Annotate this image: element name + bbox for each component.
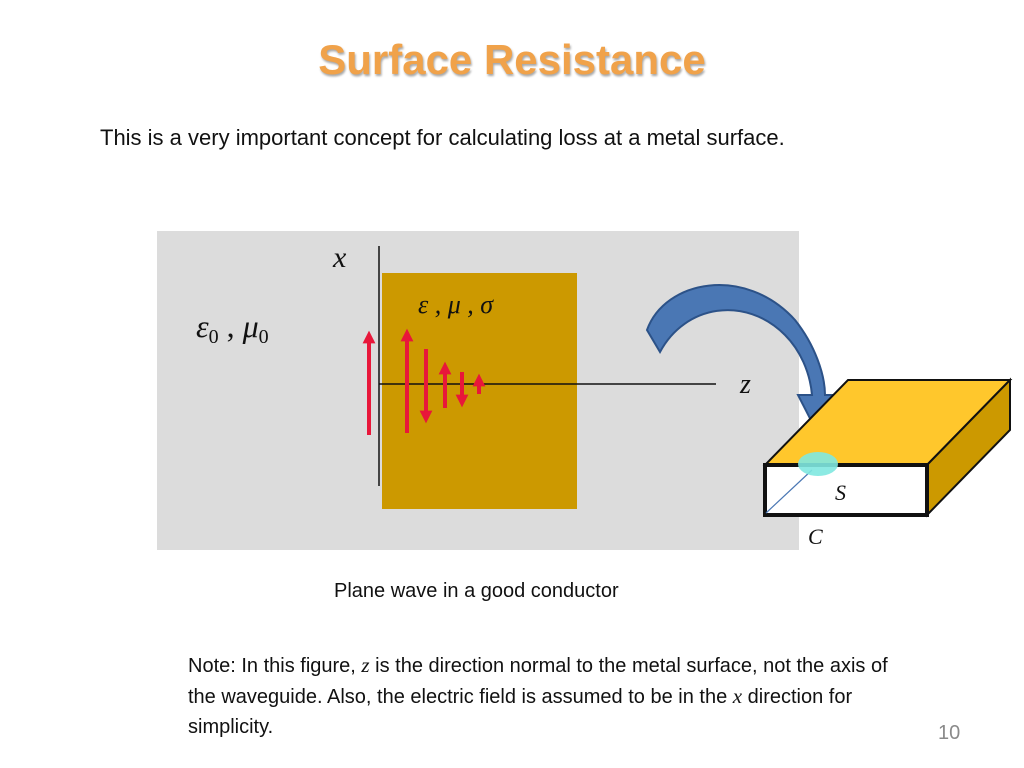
note-paragraph: Note: In this figure, z is the direction… (188, 650, 908, 742)
page-number: 10 (938, 722, 961, 744)
field-arrows (362, 328, 486, 435)
figure-caption: Plane wave in a good conductor (334, 580, 619, 602)
surface-label: S (835, 480, 846, 505)
x-axis-label: x (332, 241, 347, 274)
mu-0-subscript: 0 (259, 326, 269, 348)
note-var-x: x (732, 684, 743, 708)
z-axis-label: z (739, 369, 751, 400)
slide-title: Surface Resistance (318, 36, 706, 83)
slide-subtitle: This is a very important concept for cal… (100, 125, 785, 150)
slab-diagonal-line (765, 469, 813, 514)
epsilon-0-subscript: 0 (209, 326, 219, 348)
mu-0-symbol: μ (242, 308, 259, 344)
free-space-params: ε0 , μ0 (196, 308, 269, 348)
surface-ellipse (798, 452, 838, 476)
free-space-separator: , (219, 308, 243, 344)
epsilon-0-symbol: ε (196, 308, 209, 344)
note-var-z: z (361, 653, 370, 677)
note-part-3: direction for simplicity. (188, 686, 853, 738)
conductor-params: ε , μ , σ (418, 290, 494, 319)
note-part-2: is the direction normal to the metal sur… (188, 655, 888, 708)
note-part-1: Note: In this figure, (188, 655, 362, 677)
slab-front-face (763, 463, 929, 517)
contour-label: C (808, 524, 823, 549)
